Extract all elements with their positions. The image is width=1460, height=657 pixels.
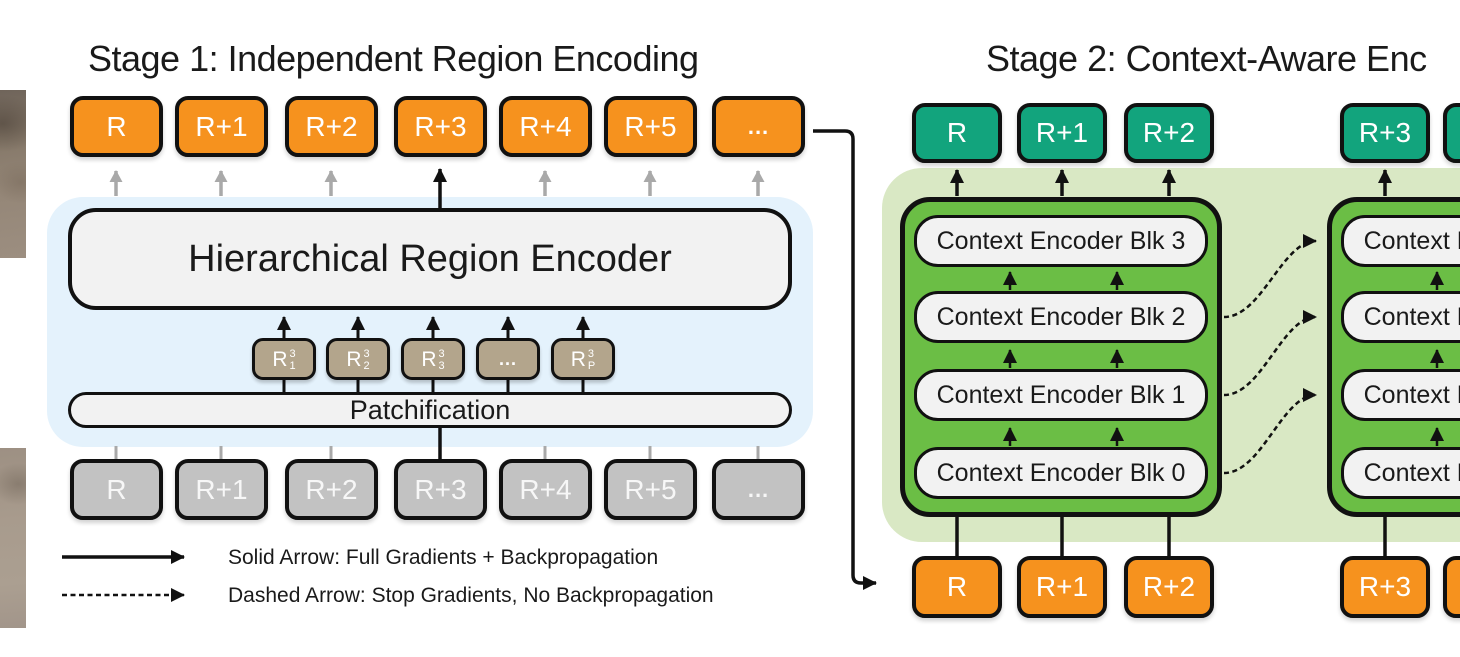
patchification-bar: Patchification	[68, 392, 792, 428]
context-encoder-block: Context Encoder Blk 1	[914, 369, 1208, 421]
patch-token-ellipsis: ...	[476, 338, 540, 380]
stage1-output-token: R+1	[175, 96, 268, 157]
stage1-output-arrows	[109, 170, 765, 196]
stage2-title: Stage 2: Context-Aware Enc	[986, 38, 1427, 79]
stage1-output-token: R+5	[604, 96, 697, 157]
stage2-input-token: R+1	[1017, 556, 1107, 618]
stage2-output-token: R+3	[1340, 103, 1430, 163]
context-encoder-block: Context Encoder Blk 3	[1341, 215, 1460, 267]
stage1-input-token: R	[70, 459, 163, 520]
stage1-input-token: ...	[712, 459, 805, 520]
stage1-input-token: R+4	[499, 459, 592, 520]
stage1-title: Stage 1: Independent Region Encoding	[88, 38, 699, 79]
stage2-output-token: R	[912, 103, 1002, 163]
legend-dashed-label: Dashed Arrow: Stop Gradients, No Backpro…	[228, 584, 714, 607]
context-encoder-block: Context Encoder Blk 2	[914, 291, 1208, 343]
stage2-output-token: R+1	[1017, 103, 1107, 163]
context-encoder-block: Context Encoder Blk 2	[1341, 291, 1460, 343]
stage2-output-token-partial	[1443, 103, 1460, 163]
stage1-output-token: ...	[712, 96, 805, 157]
stage1-input-stubs	[114, 446, 760, 460]
stage1-output-token: R+2	[285, 96, 378, 157]
stage1-output-token: R+3	[394, 96, 487, 157]
context-encoder-block: Context Encoder Blk 1	[1341, 369, 1460, 421]
terrain-thumbnail-2	[0, 272, 27, 433]
stage2-input-token: R+2	[1124, 556, 1214, 618]
context-encoder-block: Context Encoder Blk 3	[914, 215, 1208, 267]
stage1-input-token: R+3	[394, 459, 487, 520]
context-encoder-block: Context Encoder Blk 0	[914, 447, 1208, 499]
context-encoder-block: Context Encoder Blk 0	[1341, 447, 1460, 499]
stage2-input-token: R	[912, 556, 1002, 618]
stage1-output-token: R	[70, 96, 163, 157]
stage1-to-stage2-connector	[813, 129, 877, 590]
terrain-thumbnail-3	[0, 448, 27, 628]
hierarchical-region-encoder-box: Hierarchical Region Encoder	[68, 208, 792, 310]
stage1-input-token: R+2	[285, 459, 378, 520]
stage1-input-token: R+1	[175, 459, 268, 520]
stage2-input-token: R+3	[1340, 556, 1430, 618]
stage2-input-token-partial	[1443, 556, 1460, 618]
stage2-output-token: R+2	[1124, 103, 1214, 163]
stage1-output-token: R+4	[499, 96, 592, 157]
legend-solid-label: Solid Arrow: Full Gradients + Backpropag…	[228, 546, 659, 569]
terrain-thumbnail-1	[0, 90, 27, 258]
stage1-input-token: R+5	[604, 459, 697, 520]
